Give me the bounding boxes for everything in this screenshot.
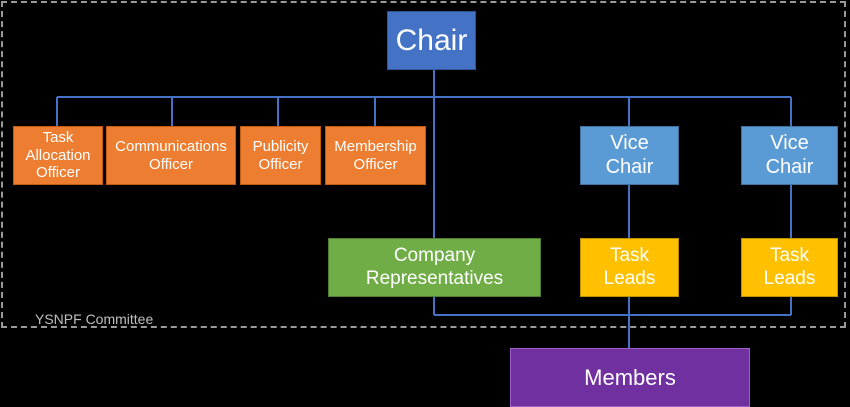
committee-boundary bbox=[1, 1, 846, 328]
publicity-officer-label: Publicity Officer bbox=[252, 137, 309, 173]
membership-officer-node: Membership Officer bbox=[325, 126, 426, 185]
committee-label: YSNPF Committee bbox=[35, 311, 154, 327]
company-representatives-node: Company Representatives bbox=[328, 238, 541, 297]
task-leads-label-1: Task Leads bbox=[603, 245, 656, 289]
membership-officer-label: Membership Officer bbox=[334, 137, 417, 173]
publicity-officer-node: Publicity Officer bbox=[240, 126, 321, 185]
task-allocation-officer-label: Task Allocation Officer bbox=[25, 128, 91, 182]
communications-officer-label: Communications Officer bbox=[115, 137, 227, 173]
vice-chair-label-1: Vice Chair bbox=[605, 131, 654, 178]
task-allocation-officer-node: Task Allocation Officer bbox=[13, 126, 103, 185]
communications-officer-node: Communications Officer bbox=[106, 126, 236, 185]
members-node: Members bbox=[510, 348, 750, 407]
chair-node: Chair bbox=[387, 11, 476, 70]
company-representatives-label: Company Representatives bbox=[365, 245, 504, 289]
vice-chair-label-2: Vice Chair bbox=[765, 131, 814, 178]
vice-chair-node-2: Vice Chair bbox=[741, 126, 838, 185]
chair-label: Chair bbox=[395, 23, 468, 57]
task-leads-node-2: Task Leads bbox=[741, 238, 838, 297]
task-leads-node-1: Task Leads bbox=[580, 238, 679, 297]
members-label: Members bbox=[584, 364, 676, 390]
vice-chair-node-1: Vice Chair bbox=[580, 126, 679, 185]
task-leads-label-2: Task Leads bbox=[763, 245, 816, 289]
